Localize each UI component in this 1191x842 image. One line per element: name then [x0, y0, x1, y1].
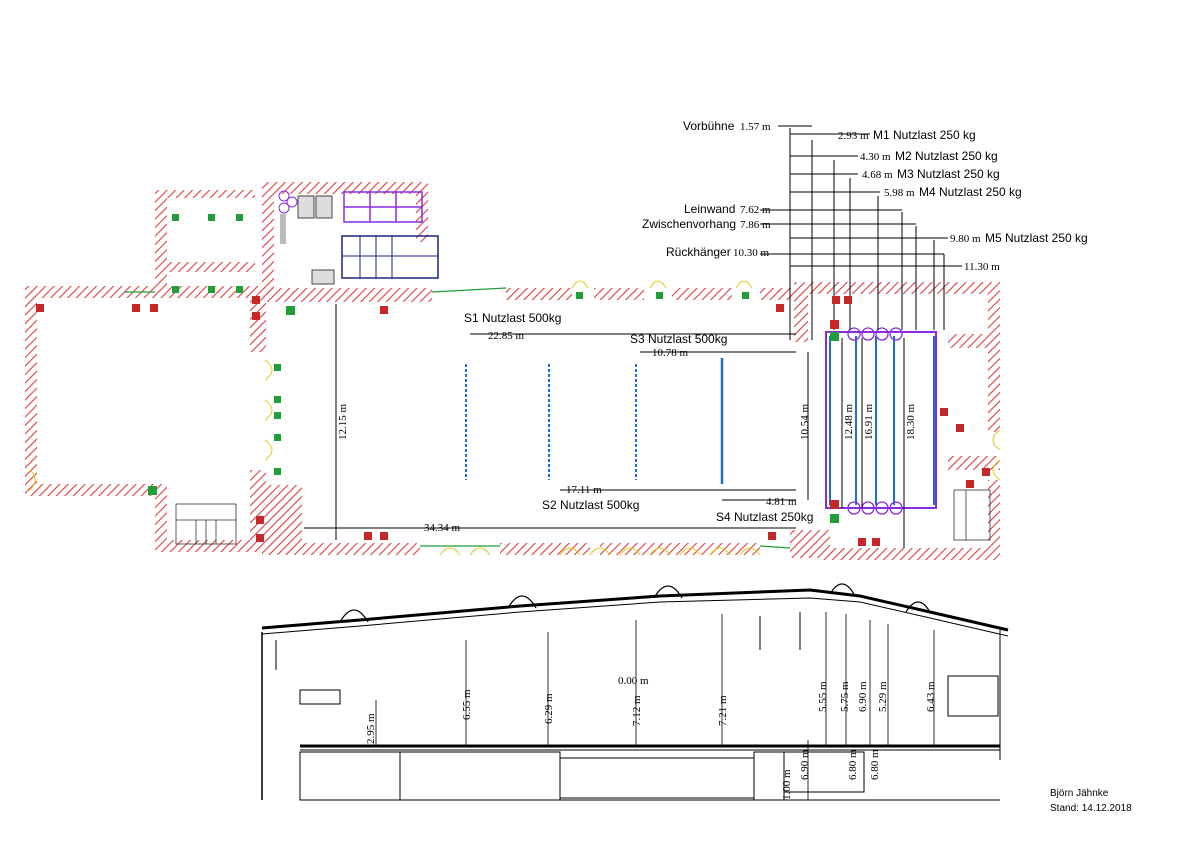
m4-label: M4 Nutzlast 250 kg	[919, 185, 1022, 199]
rueckhaenger-dist: 10.30 m	[733, 247, 770, 259]
section-view	[261, 583, 1009, 801]
hall-trusses	[465, 358, 724, 484]
storage-room	[278, 190, 439, 285]
leinwand-dist: 7.62 m	[740, 204, 771, 216]
m1-dist: 2.93 m	[838, 130, 869, 142]
rueckhaenger-label: Rückhänger	[666, 245, 731, 259]
s3-label: S3 Nutzlast 500kg	[630, 332, 727, 346]
h-680b: 6.80 m	[869, 749, 881, 780]
h-643: 6.43 m	[925, 681, 937, 712]
zwischenvorhang-label: Zwischenvorhang	[642, 217, 736, 231]
h-690: 6.90 m	[857, 681, 869, 712]
staircase	[175, 489, 991, 545]
d-3434: 34.34 m	[424, 522, 461, 534]
s4-label: S4 Nutzlast 250kg	[716, 510, 813, 524]
dimension-lines	[304, 125, 962, 548]
stage-area	[825, 327, 937, 515]
plan-dimension-labels: S1 Nutzlast 500kg 22.85 m S3 Nutzlast 50…	[337, 311, 917, 534]
h-629: 6.29 m	[543, 693, 555, 724]
zwischenvorhang-dist: 7.86 m	[740, 219, 771, 231]
h-690b: 6.90 m	[799, 749, 811, 780]
plan-walls	[25, 182, 1000, 560]
m1-label: M1 Nutzlast 250 kg	[873, 128, 976, 142]
d-1248: 12.48 m	[843, 404, 855, 441]
s1-label: S1 Nutzlast 500kg	[464, 311, 561, 325]
d-1711: 17.11 m	[566, 484, 602, 496]
leinwand-label: Leinwand	[684, 202, 735, 216]
date-stamp: Stand: 14.12.2018	[1050, 803, 1132, 814]
m3-label: M3 Nutzlast 250 kg	[897, 167, 1000, 181]
m5-dist: 9.80 m	[950, 233, 981, 245]
h-680: 6.80 m	[847, 749, 859, 780]
h-555: 5.55 m	[817, 681, 829, 712]
m3-dist: 4.68 m	[862, 169, 893, 181]
h-721: 7.21 m	[717, 695, 729, 726]
h-295: 2.95 m	[365, 713, 377, 744]
plan-door-arcs	[29, 280, 1001, 556]
d-2285: 22.85 m	[488, 330, 525, 342]
m4-dist: 5.98 m	[884, 187, 915, 199]
m2-label: M2 Nutzlast 250 kg	[895, 149, 998, 163]
s2-label: S2 Nutzlast 500kg	[542, 498, 639, 512]
section-height-labels: 2.95 m 6.55 m 6.29 m 0.00 m 7.12 m 7.21 …	[365, 675, 937, 800]
vorbuehne-label: Vorbühne	[683, 119, 735, 133]
h-712: 7.12 m	[631, 695, 643, 726]
last-dist: 11.30 m	[964, 261, 1000, 273]
plan-windows	[125, 287, 791, 549]
vorbuehne-dist: 1.57 m	[740, 121, 771, 133]
m5-label: M5 Nutzlast 250 kg	[985, 231, 1088, 245]
h-000: 0.00 m	[618, 675, 649, 687]
safety-signs	[36, 214, 990, 546]
author-credit: Björn Jähnke	[1050, 788, 1109, 799]
h-575: 5.75 m	[839, 681, 851, 712]
top-beam-labels: Vorbühne 1.57 m 2.93 m M1 Nutzlast 250 k…	[642, 119, 1088, 273]
d-1078: 10.78 m	[652, 347, 689, 359]
d-1054: 10.54 m	[799, 404, 811, 441]
m2-dist: 4.30 m	[860, 151, 891, 163]
h-655: 6.55 m	[461, 689, 473, 720]
d-1691: 16.91 m	[863, 404, 875, 441]
h-529: 5.29 m	[877, 681, 889, 712]
h-100: 1.00 m	[781, 769, 793, 800]
d-1830: 18.30 m	[905, 404, 917, 441]
d-1215: 12.15 m	[337, 404, 349, 441]
d-481: 4.81 m	[766, 496, 797, 508]
